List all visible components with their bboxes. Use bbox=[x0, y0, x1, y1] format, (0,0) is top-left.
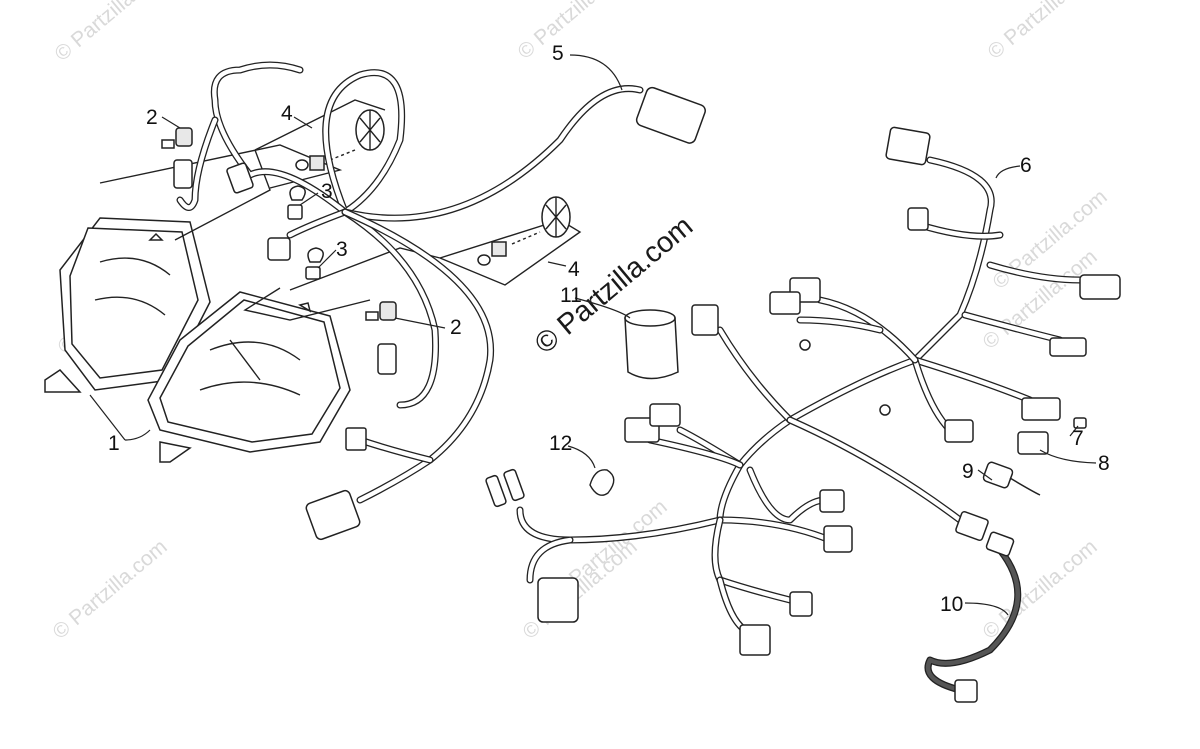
callout-4-upper: 4 bbox=[281, 102, 293, 125]
callout-3-lower: 3 bbox=[336, 238, 348, 261]
callout-5: 5 bbox=[552, 42, 564, 65]
watermark-bottom-left: © Partzilla.com bbox=[48, 535, 171, 644]
callout-10: 10 bbox=[940, 593, 963, 616]
callout-12: 12 bbox=[549, 432, 572, 455]
callout-3-upper: 3 bbox=[321, 180, 333, 203]
left-harness-connectors bbox=[226, 86, 706, 541]
headlight-right bbox=[147, 291, 351, 463]
callout-2-upper: 2 bbox=[146, 106, 158, 129]
leader-lines bbox=[89, 54, 1097, 616]
callout-labels: 1 2 2 3 3 4 4 5 6 7 8 9 10 11 12 bbox=[108, 42, 1110, 616]
callout-2-lower: 2 bbox=[450, 316, 462, 339]
callout-9: 9 bbox=[962, 460, 974, 483]
right-harness-connectors bbox=[485, 126, 1121, 656]
callout-6: 6 bbox=[1020, 154, 1032, 177]
socket-upper bbox=[161, 127, 193, 189]
sensor-cable bbox=[924, 546, 1022, 703]
callout-1: 1 bbox=[108, 432, 120, 455]
watermark-top-right: © Partzilla.com bbox=[983, 0, 1106, 64]
bulb-upper bbox=[287, 185, 306, 220]
watermark-top-center: © Partzilla.com bbox=[513, 0, 636, 64]
clip-part bbox=[589, 469, 615, 496]
adjuster-upper bbox=[295, 109, 385, 171]
socket-lower bbox=[365, 301, 397, 375]
headlight-left bbox=[44, 217, 211, 393]
adjuster-lower bbox=[477, 196, 571, 266]
callout-8: 8 bbox=[1098, 452, 1110, 475]
callout-4-lower: 4 bbox=[568, 258, 580, 281]
main-harness bbox=[516, 156, 1084, 634]
bulb-lower bbox=[305, 247, 324, 280]
watermark-top-left: © Partzilla.com bbox=[50, 0, 173, 66]
callout-7: 7 bbox=[1072, 427, 1084, 450]
callout-11: 11 bbox=[560, 284, 582, 307]
sleeve-part bbox=[624, 309, 679, 380]
